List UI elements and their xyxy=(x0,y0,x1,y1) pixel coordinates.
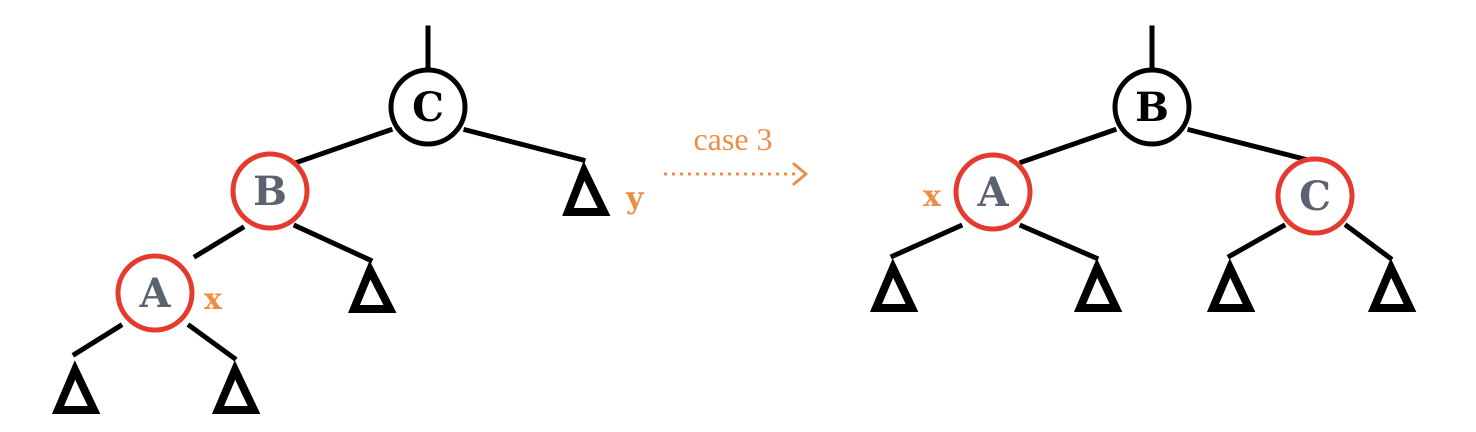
before-annotation-x: x xyxy=(204,282,223,317)
before-subtree-a-left-icon xyxy=(51,360,101,414)
before-node-a: A xyxy=(115,253,195,333)
before-node-b-circle xyxy=(230,151,310,231)
before-node-a-circle xyxy=(115,253,195,333)
after-subtree-a-left-icon xyxy=(869,258,919,312)
before-node-root-circle xyxy=(388,67,468,147)
before-edge-a-subtree-right xyxy=(186,322,238,362)
before-edge-c-y xyxy=(462,126,587,164)
after-subtree-c-right-icon xyxy=(1367,258,1417,312)
after-node-a: A xyxy=(953,152,1033,232)
after-node-root-label: B xyxy=(1135,84,1169,131)
after-node-a-circle xyxy=(953,152,1033,232)
before-node-b-label: B xyxy=(253,168,287,215)
dotted-arrow-right-icon xyxy=(792,162,808,186)
after-node-a-label: A xyxy=(976,169,1009,216)
before-edge-a-subtree-left xyxy=(71,322,124,358)
after-edge-c-subtree-right xyxy=(1343,222,1394,262)
before-node-root: C xyxy=(388,67,468,147)
after-edge-b-a xyxy=(1018,126,1118,166)
transition-label: case 3 xyxy=(693,121,772,157)
before-tree: C B A x y xyxy=(51,25,645,414)
after-edge-a-subtree-left xyxy=(889,222,964,260)
after-edge-a-subtree-right xyxy=(1018,222,1100,262)
before-edge-b-a xyxy=(192,224,246,260)
after-node-root-circle xyxy=(1112,67,1192,147)
before-annotation-y: y xyxy=(625,181,645,216)
before-edge-b-subtree xyxy=(292,222,374,264)
before-node-b: B xyxy=(230,151,310,231)
before-edge-c-b xyxy=(294,126,394,166)
after-subtree-c-left-icon xyxy=(1206,258,1256,312)
after-subtree-a-right-icon xyxy=(1073,258,1123,312)
before-node-a-label: A xyxy=(138,270,171,317)
after-edge-c-subtree-left xyxy=(1226,222,1287,260)
before-subtree-y-icon xyxy=(562,161,611,216)
after-node-c: C xyxy=(1275,156,1355,236)
before-subtree-b-right-icon xyxy=(348,260,397,313)
before-subtree-a-right-icon xyxy=(211,360,261,414)
transition: case 3 xyxy=(664,121,808,186)
after-node-root: B xyxy=(1112,67,1192,147)
after-tree: B A C x xyxy=(869,25,1417,312)
before-node-root-label: C xyxy=(412,84,444,131)
after-node-c-circle xyxy=(1275,156,1355,236)
after-annotation-x: x xyxy=(923,179,942,214)
after-node-c-label: C xyxy=(1299,173,1331,220)
after-edge-b-c xyxy=(1186,126,1312,164)
